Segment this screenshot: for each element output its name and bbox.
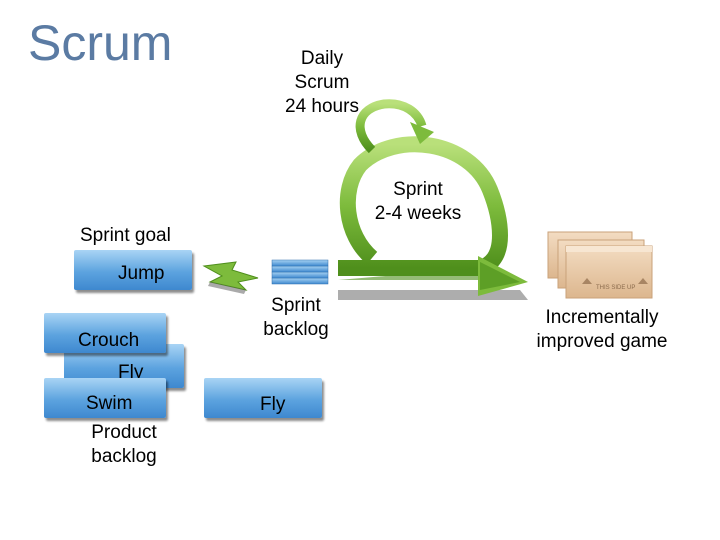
sprint-goal-card: Jump [74,250,192,290]
sprint-label: Sprint 2-4 weeks [374,179,462,224]
sprint-backlog-label: Sprint backlog [263,295,329,340]
product-boxes-icon [547,231,653,299]
sprint-backlog-stack [271,259,329,285]
product-backlog-card-label: Crouch [78,330,140,351]
product-backlog-card-swim: Swim [44,378,166,418]
sprint-loop-arrow [338,136,528,296]
loop-arrow-shadow [338,290,528,300]
product-backlog-card-label: Swim [86,393,133,414]
sprint-backlog-card-label: Fly [260,394,286,415]
product-backlog-label: Product backlog [91,422,157,467]
sprint-goal-label: Sprint goal [80,225,171,246]
sprint-backlog-card: Fly [204,378,322,418]
product-backlog-card-label: Fly [118,362,144,383]
daily-scrum-label: Daily Scrum 24 hours [285,48,359,117]
product-backlog-card-crouch: Crouch [44,313,166,353]
output-label: Incrementally improved game [536,307,668,352]
goal-to-sprint-arrow [202,261,259,294]
box-stamp: THIS SIDE UP [596,285,636,291]
daily-scrum-arrow [355,99,434,154]
page-title: Scrum [28,15,173,71]
sprint-goal-card-label: Jump [118,263,165,284]
